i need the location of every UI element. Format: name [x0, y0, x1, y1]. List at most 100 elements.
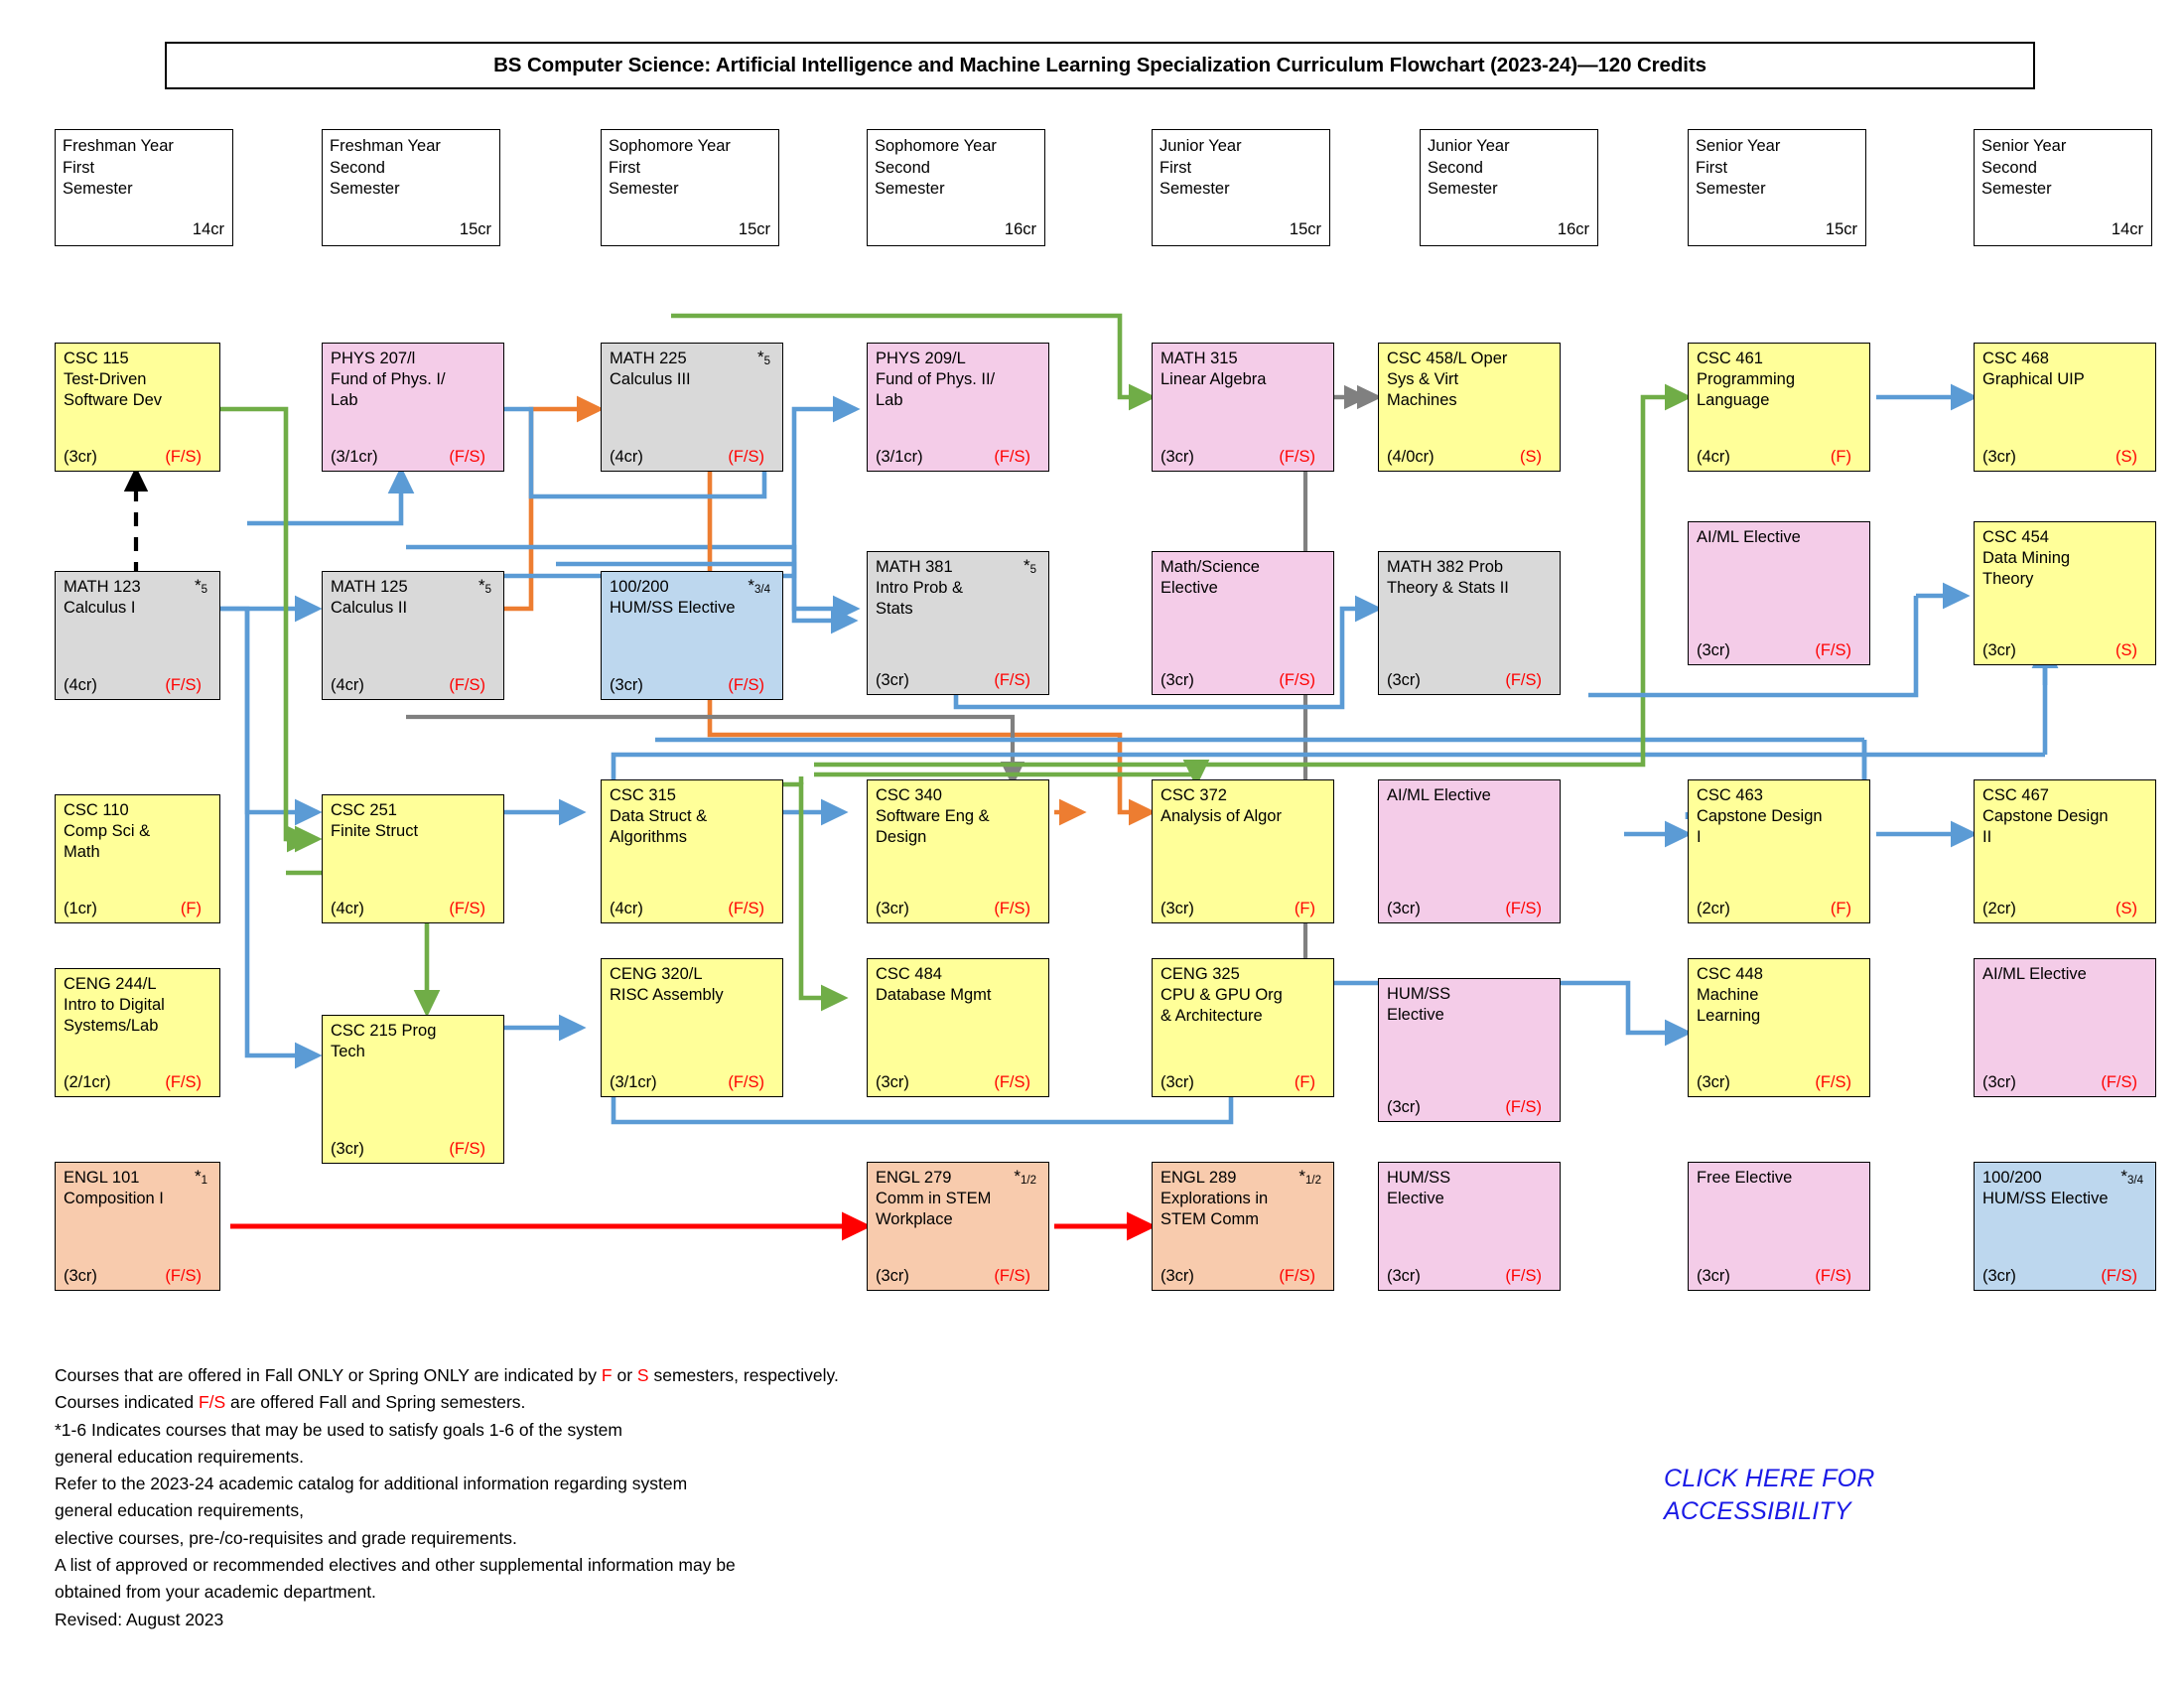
semester-year: Junior Year — [1160, 137, 1242, 155]
course-offered-semester: (F/S) — [1815, 1266, 1851, 1285]
course-offered-semester: (F/S) — [1505, 1266, 1542, 1285]
course-line-2: Data Mining — [1982, 548, 2071, 567]
semester-word: Semester — [1696, 180, 1766, 199]
course-offered-semester: (F) — [1294, 1072, 1315, 1091]
course-line-2: Capstone Design — [1697, 806, 1823, 825]
semester-credits: 15cr — [1289, 220, 1321, 238]
gened-goal-marker: *5 — [756, 348, 770, 367]
course-credits: (4cr) — [610, 899, 643, 917]
course-footer: (3cr)(F/S) — [64, 448, 211, 466]
wire-csc115-csc251 — [220, 406, 323, 853]
course-box-free1[interactable]: Free Elective(3cr)(F/S) — [1688, 1162, 1870, 1291]
legend-line-7: elective courses, pre-/co-requisites and… — [55, 1527, 517, 1548]
course-box-aiml2[interactable]: AI/ML Elective(3cr)(F/S) — [1688, 521, 1870, 665]
course-footer: (3/1cr)(F/S) — [331, 448, 495, 466]
course-line-1: CENG 244/L — [64, 975, 157, 993]
course-box-aiml1[interactable]: AI/ML Elective(3cr)(F/S) — [1378, 779, 1561, 923]
course-credits: (4cr) — [331, 675, 364, 694]
course-line-1: MATH 315 — [1160, 350, 1238, 367]
course-footer: (4cr)(F/S) — [331, 676, 495, 694]
course-offered-semester: (F/S) — [994, 899, 1030, 917]
semester-credits: 14cr — [192, 220, 224, 238]
course-footer: (3cr)(F/S) — [876, 1073, 1040, 1091]
course-offered-semester: (F/S) — [728, 447, 764, 466]
accessibility-link[interactable]: CLICK HERE FOR ACCESSIBILITY — [1664, 1463, 2061, 1528]
course-credits: (3cr) — [876, 899, 909, 917]
course-credits: (3cr) — [1982, 447, 2016, 466]
legend-line-8: A list of approved or recommended electi… — [55, 1555, 736, 1576]
gened-goal-marker: *5 — [1023, 556, 1036, 576]
course-line-1: CENG 325 — [1160, 965, 1240, 983]
course-credits: (3/1cr) — [610, 1072, 657, 1091]
course-offered-semester: (F/S) — [165, 1072, 202, 1091]
page-title-bar: BS Computer Science: Artificial Intellig… — [165, 42, 2035, 89]
semester-credits: 15cr — [459, 220, 491, 238]
course-offered-semester: (F/S) — [1279, 670, 1315, 689]
course-line-1: PHYS 209/L — [876, 350, 966, 367]
course-offered-semester: (F/S) — [1505, 670, 1542, 689]
semester-word: Semester — [1428, 180, 1498, 199]
course-offered-semester: (F/S) — [1279, 447, 1315, 466]
course-footer: (3cr)(S) — [1982, 641, 2147, 659]
course-footer: (3cr)(F) — [1160, 1073, 1325, 1091]
course-footer: (3cr)(S) — [1982, 448, 2147, 466]
course-line-2: HUM/SS Elective — [1982, 1189, 2109, 1207]
course-line-3: Design — [876, 827, 927, 846]
wire-math125-phys207 — [247, 466, 415, 526]
course-offered-semester: (F/S) — [2101, 1072, 2137, 1091]
course-line-2: Test-Driven — [64, 369, 147, 388]
course-box-aiml3[interactable]: AI/ML Elective(3cr)(F/S) — [1974, 958, 2156, 1097]
course-credits: (3/1cr) — [331, 447, 378, 466]
course-footer: (3cr)(F/S) — [1387, 900, 1552, 917]
course-credits: (2/1cr) — [64, 1072, 111, 1091]
wire-gray-csc315 — [406, 714, 1025, 787]
course-footer: (3cr)(F/S) — [876, 671, 1040, 689]
course-offered-semester: (F/S) — [2101, 1266, 2137, 1285]
course-line-1: CSC 215 Prog — [331, 1022, 437, 1040]
course-credits: (3cr) — [64, 1266, 97, 1285]
course-credits: (3cr) — [1387, 670, 1421, 689]
course-credits: (3cr) — [876, 1266, 909, 1285]
course-line-2: Elective — [1387, 1005, 1444, 1024]
course-line-1: ENGL 279 — [876, 1169, 952, 1187]
course-line-3: II — [1982, 827, 1992, 846]
course-credits: (3cr) — [876, 670, 909, 689]
course-footer: (4/0cr)(S) — [1387, 448, 1552, 466]
semester-term: Second — [1981, 158, 2037, 177]
